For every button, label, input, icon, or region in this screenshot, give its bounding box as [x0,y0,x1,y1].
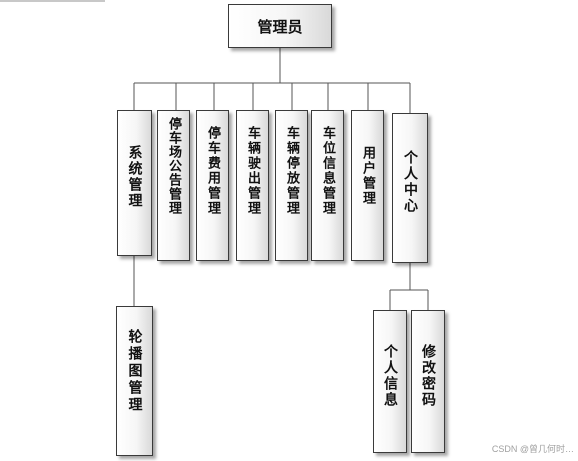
csdn-watermark: CSDN @曾几何时… [491,444,574,454]
system-management-label: 系统管理 [126,145,143,209]
system-management-node: 系统管理 [117,110,152,256]
carousel-management-node: 轮播图管理 [116,306,153,456]
personal-center-node: 个人中心 [392,113,428,263]
parking-fee-management-node: 停车费用管理 [196,110,229,261]
vehicle-exit-management-node: 车辆驶出管理 [236,110,269,261]
personal-center-label: 个人中心 [402,150,418,214]
vehicle-exit-management-label: 车辆驶出管理 [245,126,260,216]
parking-fee-management-label: 停车费用管理 [205,126,220,216]
user-management-node: 用户管理 [351,110,384,261]
carousel-management-label: 轮播图管理 [126,329,143,414]
admin-root-node: 管理员 [228,4,332,48]
space-info-management-label: 车位信息管理 [320,126,335,216]
change-password-node: 修改密码 [411,310,445,453]
admin-root-label: 管理员 [257,17,303,36]
space-info-management-node: 车位信息管理 [311,110,344,261]
parking-notice-management-node: 停车场公告管理 [157,110,190,261]
top-divider [0,0,105,2]
vehicle-parking-management-node: 车辆停放管理 [275,110,308,261]
change-password-label: 修改密码 [420,344,436,408]
user-management-label: 用户管理 [360,146,375,206]
personal-info-label: 个人信息 [382,344,398,408]
parking-notice-management-label: 停车场公告管理 [166,117,181,215]
personal-info-node: 个人信息 [373,310,407,453]
vehicle-parking-management-label: 车辆停放管理 [284,126,299,216]
